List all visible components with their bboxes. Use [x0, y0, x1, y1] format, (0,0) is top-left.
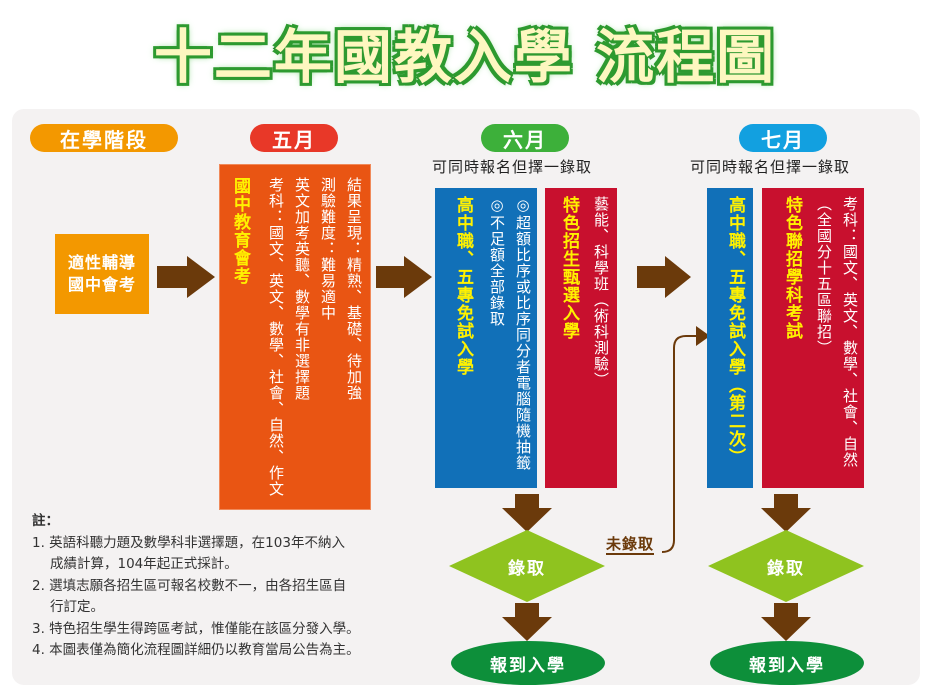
- july-special-line-subjects: 考科：國文、英文、數學、社會、自然: [841, 196, 859, 468]
- stage-pill-school: 在學階段: [30, 124, 178, 152]
- july-subtitle: 可同時報名但擇一錄取: [690, 158, 851, 176]
- june-free-admission-box: ◎超額比序或比序同分者電腦隨機抽籤 ◎不足額全部錄取 高中職、五專免試入學: [435, 188, 537, 488]
- july-special-title: 特色聯招學科考試: [782, 196, 802, 340]
- decision-diamond-shape: [708, 530, 864, 602]
- june-result-enroll: 報到入學: [451, 641, 605, 685]
- note-2-line1: 2. 選填志願各招生區可報名校數不一，由各招生區自: [32, 577, 347, 594]
- june-decision-admitted: 錄取: [508, 558, 546, 579]
- note-3: 3. 特色招生學生得跨區考試，惟僅能在該區分發入學。: [32, 620, 360, 637]
- july-result-enroll: 報到入學: [710, 641, 864, 685]
- stage-pill-july: 七月: [739, 124, 827, 152]
- exam-line-english: 英文加考英聽、數學有非選擇題: [293, 177, 311, 401]
- arrow-down-icon: [502, 603, 552, 641]
- june-special-title: 特色招生甄選入學: [559, 196, 579, 340]
- arrow-down-icon: [761, 494, 811, 532]
- june-free-title: 高中職、五專免試入學: [453, 196, 473, 376]
- july-decision-admitted: 錄取: [767, 558, 805, 579]
- note-2-line2: 行訂定。: [50, 599, 104, 615]
- note-1-line1: 1. 英語科聽力題及數學科非選擇題，在103年不納入: [32, 534, 345, 551]
- june-subtitle: 可同時報名但擇一錄取: [432, 158, 593, 176]
- june-special-line: 藝能、科學班（術科測驗）: [592, 196, 610, 388]
- exam-box: 結果呈現：精熟、基礎、待加強 測驗難度：難易適中 英文加考英聽、數學有非選擇題 …: [219, 164, 371, 510]
- july-special-admission-box: 考科：國文、英文、數學、社會、自然 （全國分十五區聯招） 特色聯招學科考試: [762, 188, 864, 488]
- arrow-down-icon: [761, 603, 811, 641]
- not-admitted-label: 未錄取: [606, 535, 655, 555]
- notes-section: 註： 1. 英語科聽力題及數學科非選擇題，在103年不納入 成績計算，104年起…: [32, 511, 360, 662]
- decision-diamond-shape: [449, 530, 605, 602]
- stage-pill-may: 五月: [250, 124, 338, 152]
- notes-heading: 註：: [32, 513, 59, 529]
- exam-title: 國中教育會考: [230, 177, 250, 285]
- arrow-right-icon: [637, 256, 691, 298]
- page-title: 十二年國教入學 流程圖: [152, 22, 777, 93]
- july-special-line-regions: （全國分十五區聯招）: [815, 196, 833, 356]
- exam-line-result: 結果呈現：精熟、基礎、待加強: [345, 177, 363, 401]
- stage-pill-june: 六月: [481, 124, 569, 152]
- june-free-line-oversubscribed: ◎超額比序或比序同分者電腦隨機抽籤: [514, 196, 532, 471]
- school-stage-box: 適性輔導 國中會考: [55, 234, 149, 314]
- arrow-right-icon: [376, 256, 432, 298]
- note-4: 4. 本圖表僅為簡化流程圖詳細仍以教育當局公告為主。: [32, 642, 360, 658]
- june-special-admission-box: 藝能、科學班（術科測驗） 特色招生甄選入學: [545, 188, 617, 488]
- note-1-line2: 成績計算，104年起正式採計。: [50, 556, 238, 572]
- arrow-right-icon: [157, 256, 215, 298]
- school-box-line2: 國中會考: [67, 275, 136, 294]
- exam-line-difficulty: 測驗難度：難易適中: [319, 177, 337, 321]
- not-admitted-connector-icon: [661, 326, 710, 553]
- arrow-down-icon: [502, 494, 552, 532]
- july-free-admission-box: 高中職、五專免試入學（第二次）: [707, 188, 753, 488]
- july-free-title: 高中職、五專免試入學（第二次）: [725, 196, 745, 466]
- june-free-line-undersubscribed: ◎不足額全部錄取: [488, 196, 506, 327]
- exam-line-subjects: 考科：國文、英文、數學、社會、自然、作文: [267, 177, 285, 497]
- school-box-line1: 適性輔導: [67, 253, 136, 272]
